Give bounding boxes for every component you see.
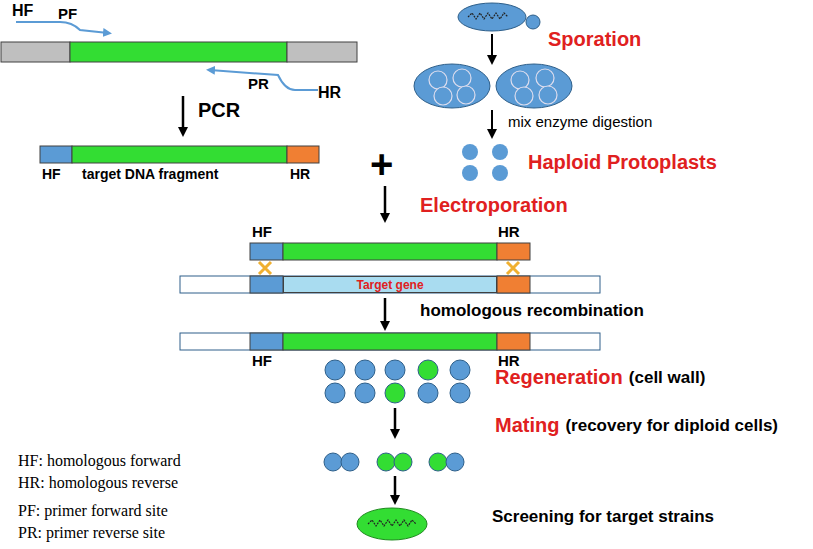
arm-label: HF xyxy=(252,353,272,370)
step-label: Sporation xyxy=(548,28,641,50)
arm-label: HR xyxy=(290,167,310,182)
step-label: PCR xyxy=(198,99,240,121)
step-label: Screening for target strains xyxy=(492,508,714,527)
step-note: mix enzyme digestion xyxy=(508,114,652,131)
primer-label: PF xyxy=(58,6,77,23)
primer-label: HR xyxy=(318,84,341,102)
gene-label: Target gene xyxy=(356,279,423,291)
legend-text: PR: primer reverse site xyxy=(18,524,165,542)
legend-text: HF: homologous forward xyxy=(18,452,181,470)
step-note: (recovery for diploid cells) xyxy=(565,417,778,436)
primer-label: HF xyxy=(12,2,33,20)
arm-label: HF xyxy=(42,167,61,182)
fragment-label: target DNA fragment xyxy=(82,167,218,182)
primer-label: PR xyxy=(248,76,269,93)
step-label: homologous recombination xyxy=(420,302,644,321)
step-label: Haploid Protoplasts xyxy=(528,151,717,173)
gene-segment: Target gene xyxy=(283,276,497,293)
arm-label: HR xyxy=(498,224,520,241)
legend-text: HR: homologous reverse xyxy=(18,474,178,492)
step-label: Regeneration xyxy=(495,366,623,388)
step-label: Mating xyxy=(495,414,559,436)
plus-sign: + xyxy=(370,142,393,186)
legend-text: PF: primer forward site xyxy=(18,502,168,520)
arm-label: HF xyxy=(252,224,272,241)
step-label: Electroporation xyxy=(420,194,568,216)
step-note: (cell wall) xyxy=(629,369,706,388)
